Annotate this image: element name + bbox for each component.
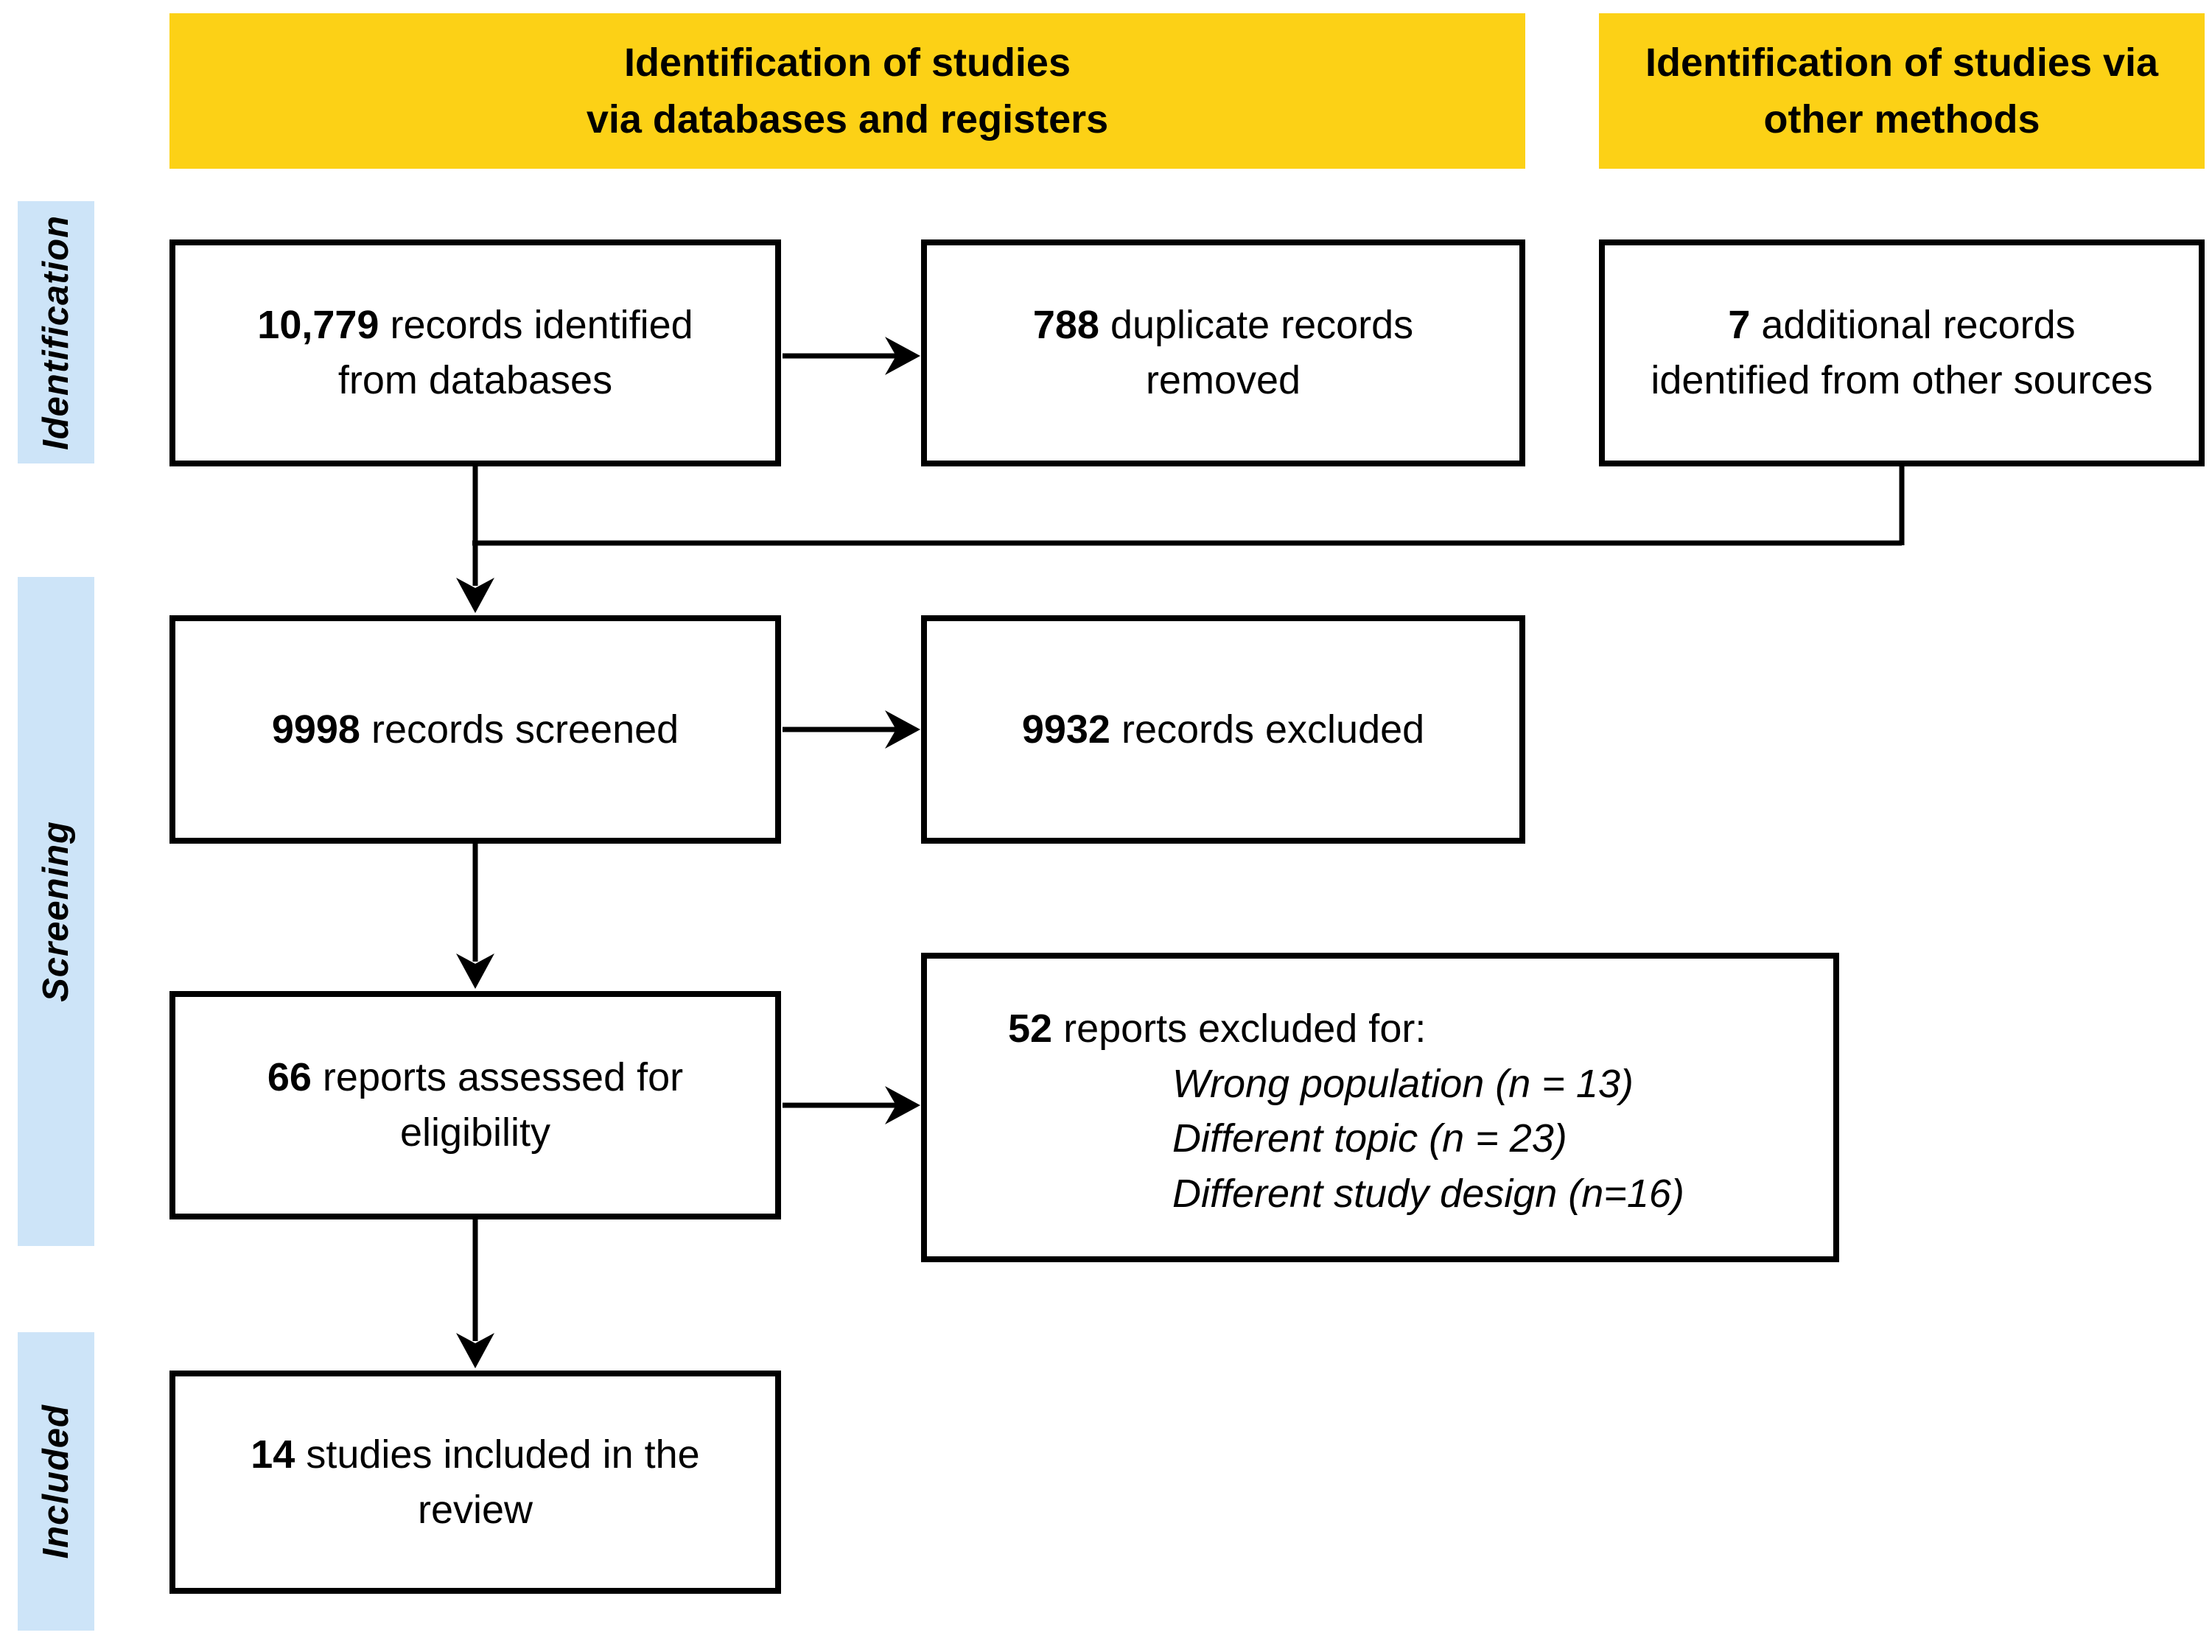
- box-text: 9932 records excluded: [1022, 702, 1424, 757]
- exclusion-reason: Different topic (n = 23): [1172, 1116, 1567, 1161]
- arrow-screened-to-excluded-head: [885, 710, 920, 749]
- box-text: 52 reports excluded for:: [1008, 1001, 1816, 1057]
- box-reports-excluded: 52 reports excluded for: Wrong populatio…: [921, 953, 1839, 1262]
- box-number: 9932: [1021, 707, 1110, 752]
- header-text: Identification of studies via databases …: [586, 40, 1109, 141]
- stage-label: Identification: [36, 214, 76, 450]
- box-reports-assessed: 66 reports assessed for eligibility: [169, 991, 781, 1219]
- box-other-sources: 7 additional records identified from oth…: [1599, 239, 2205, 466]
- arrow-screened-to-assessed-head: [456, 953, 494, 989]
- box-number: 52: [1008, 1007, 1053, 1051]
- header-text: Identification of studies via other meth…: [1645, 40, 2159, 141]
- box-number: 66: [267, 1055, 312, 1100]
- box-label: records screened: [360, 707, 679, 752]
- box-number: 14: [251, 1432, 295, 1477]
- box-records-identified: 10,779 records identified from databases: [169, 239, 781, 466]
- box-text: 788 duplicate records removed: [1033, 298, 1413, 407]
- arrow-identified-to-duplicates-head: [885, 337, 920, 375]
- header-identification-databases: Identification of studies via databases …: [169, 13, 1525, 169]
- box-label: records excluded: [1110, 707, 1425, 752]
- box-text: 66 reports assessed for eligibility: [267, 1050, 683, 1160]
- exclusion-reason: Wrong population (n = 13): [1172, 1061, 1634, 1106]
- box-text: 9998 records screened: [272, 702, 679, 757]
- box-text: 14 studies included in the review: [251, 1427, 699, 1537]
- box-number: 9998: [271, 707, 360, 752]
- arrow-merged-to-screened-head: [456, 578, 494, 613]
- stage-identification: Identification: [18, 201, 94, 463]
- box-label: reports excluded for:: [1052, 1007, 1427, 1051]
- box-records-excluded: 9932 records excluded: [921, 615, 1525, 844]
- box-label: reports assessed for eligibility: [322, 1055, 684, 1155]
- stage-label: Screening: [36, 821, 76, 1002]
- header-identification-other: Identification of studies via other meth…: [1599, 13, 2205, 169]
- arrow-assessed-to-included-head: [456, 1333, 494, 1368]
- box-studies-included: 14 studies included in the review: [169, 1371, 781, 1594]
- box-label: records identified from databases: [337, 303, 693, 402]
- exclusion-reasons: Wrong population (n = 13) Different topi…: [1172, 1057, 1816, 1222]
- box-text: 10,779 records identified from databases: [257, 298, 693, 407]
- box-number: 788: [1032, 303, 1099, 348]
- arrow-assessed-to-reports-excluded-head: [885, 1086, 920, 1124]
- box-duplicates-removed: 788 duplicate records removed: [921, 239, 1525, 466]
- box-number: 7: [1728, 303, 1751, 348]
- box-records-screened: 9998 records screened: [169, 615, 781, 844]
- stage-included: Included: [18, 1332, 94, 1631]
- box-label: duplicate records removed: [1110, 303, 1414, 402]
- exclusion-reason: Different study design (n=16): [1172, 1171, 1684, 1216]
- box-number: 10,779: [257, 303, 379, 348]
- box-text: 7 additional records identified from oth…: [1651, 298, 2152, 407]
- stage-screening: Screening: [18, 577, 94, 1246]
- box-label: studies included in the review: [306, 1432, 700, 1532]
- stage-label: Included: [36, 1404, 76, 1559]
- box-label: additional records identified from other…: [1651, 303, 2153, 402]
